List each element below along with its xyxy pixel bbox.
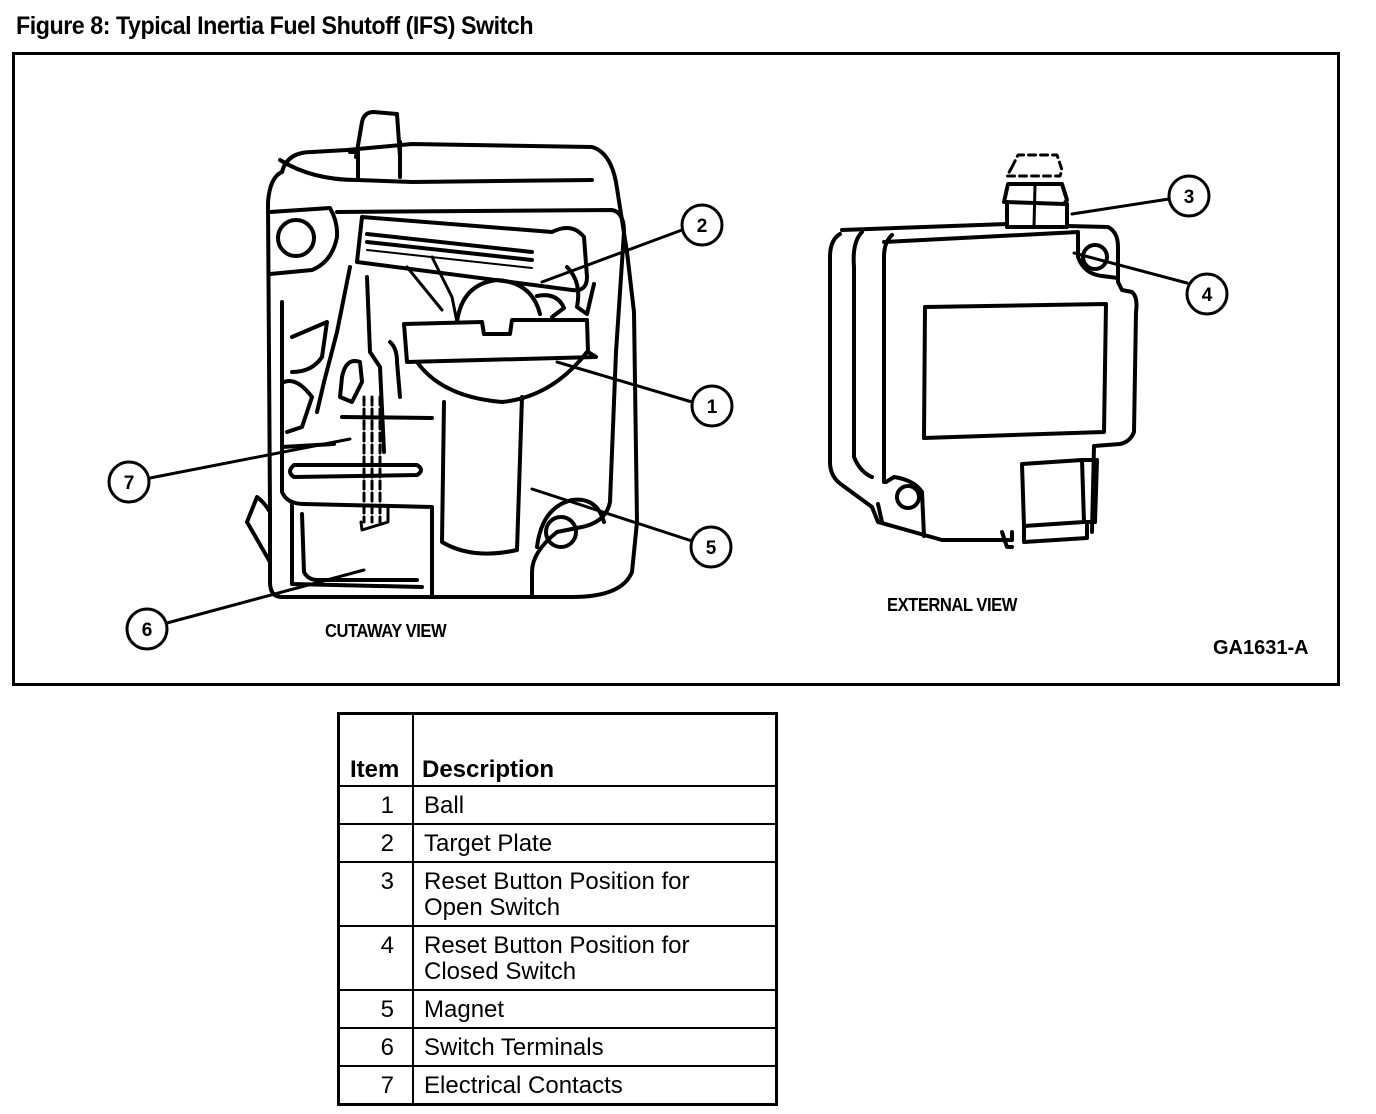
legend-row: 7 Electrical Contacts [337,1065,778,1106]
cutaway-view-label: CUTAWAY VIEW [325,621,447,641]
legend-row: 4 Reset Button Position for Closed Switc… [337,925,778,991]
item-number: 4 [337,925,414,991]
legend-row: 5 Magnet [337,989,778,1029]
callout-circle [689,525,733,569]
callout-circle [1185,272,1229,316]
legend-row: 1 Ball [337,785,778,825]
legend-row: 6 Switch Terminals [337,1027,778,1067]
item-description: Ball [412,785,778,825]
callout-circle [107,460,151,504]
item-description: Target Plate [412,823,778,863]
callout-circle [1167,174,1211,218]
legend-header-row: Item Description [337,712,778,787]
item-number: 3 [337,861,414,927]
item-number: 2 [337,823,414,863]
callout-3: 3 [1167,174,1211,218]
callout-number: 6 [142,620,153,641]
item-number: 1 [337,785,414,825]
item-description: Magnet [412,989,778,1029]
callout-5: 5 [689,525,733,569]
callout-4: 4 [1185,272,1229,316]
callout-circle [680,203,724,247]
figure-frame: 1 2 3 4 5 6 7 CUTAWAY VIEW EXTERNAL VIEW… [12,52,1340,686]
callout-6: 6 [125,607,169,651]
drawing-code: GA1631-A [1213,637,1309,659]
item-number: 6 [337,1027,414,1067]
callout-number: 1 [707,397,718,418]
item-number: 5 [337,989,414,1029]
item-description: Electrical Contacts [412,1065,778,1106]
figure-title: Figure 8: Typical Inertia Fuel Shutoff (… [16,12,534,40]
callout-number: 7 [124,473,135,494]
legend-row: 3 Reset Button Position for Open Switch [337,861,778,927]
description-header: Description [412,712,778,787]
legend-table: Item Description 1 Ball 2 Target Plate 3… [337,712,778,1106]
callout-number: 4 [1202,285,1213,306]
callout-2: 2 [680,203,724,247]
callout-number: 2 [697,216,708,237]
callout-markers: 1 2 3 4 5 6 7 [107,174,1229,651]
callout-1: 1 [690,384,734,428]
callout-leader-lines [148,197,1189,625]
item-number: 7 [337,1065,414,1106]
item-description: Switch Terminals [412,1027,778,1067]
item-description: Reset Button Position for Open Switch [412,861,778,927]
cutaway-view-drawing [245,110,639,599]
item-header: Item [337,712,414,787]
external-view-drawing [828,153,1139,549]
item-description: Reset Button Position for Closed Switch [412,925,778,991]
callout-circle [690,384,734,428]
external-view-label: EXTERNAL VIEW [887,595,1017,615]
callout-7: 7 [107,460,151,504]
ifs-switch-illustration [148,110,1189,625]
callout-number: 5 [706,538,717,559]
callout-circle [125,607,169,651]
legend-row: 2 Target Plate [337,823,778,863]
callout-number: 3 [1184,187,1195,208]
